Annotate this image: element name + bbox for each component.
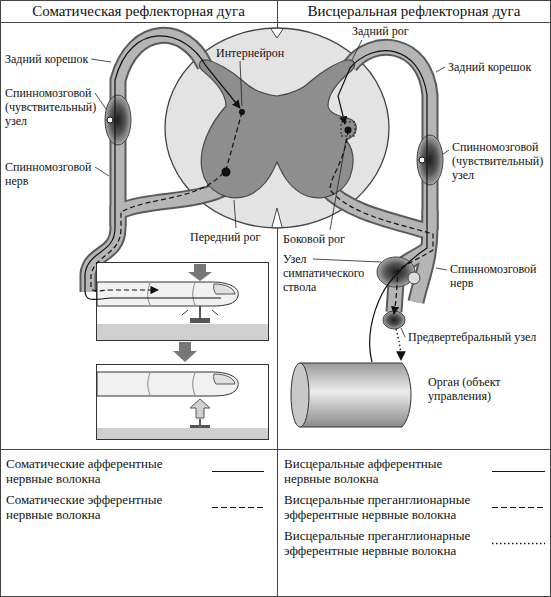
leader-line <box>401 328 405 337</box>
structure-label: Задний рог <box>352 24 409 38</box>
finger-joint <box>148 283 195 305</box>
interneuron-body <box>239 109 245 115</box>
somatic-afferent-fiber <box>85 36 240 300</box>
legend-text: Висцеральные преганглионарные эфферентны… <box>284 528 482 558</box>
legend-line-sample <box>492 471 545 472</box>
leader-line <box>443 150 449 154</box>
leader-line <box>352 40 362 60</box>
legend-rule <box>1 449 551 450</box>
structure-label: Спинномозговой (чувствительный) узел <box>452 140 548 182</box>
legend-line-sample <box>212 471 264 472</box>
leader-line <box>436 268 447 270</box>
spinal-ganglion <box>417 135 443 185</box>
finger-panel <box>97 365 269 440</box>
structure-label: Узел симпатического ствола <box>283 252 373 294</box>
structure-label: Интернейрон <box>216 46 284 60</box>
organ-label: Орган (объект управления) <box>428 375 543 403</box>
ventral-root <box>118 186 228 212</box>
leader-lines <box>91 40 449 337</box>
legend-line-sample <box>492 507 545 508</box>
column-heading: Висцеральная рефлекторная дуга <box>277 2 551 20</box>
fingernail <box>214 374 235 384</box>
leader-line <box>95 93 106 109</box>
ventral-root <box>326 188 430 232</box>
spinal-ganglion <box>105 95 131 145</box>
structure-label: Задний корешок <box>448 60 531 74</box>
structure-label: Передний рог <box>190 230 260 244</box>
visceral-postganglionic-fiber <box>396 329 401 360</box>
finger <box>97 372 238 396</box>
visceral-preganglionic-fiber <box>330 130 433 314</box>
legend-text: Соматические эфферентные нервные волокна <box>6 492 196 522</box>
column-heading: Соматическая рефлекторная дуга <box>0 2 277 20</box>
finger <box>97 282 238 306</box>
somatic-efferent-fiber <box>91 112 242 291</box>
legend-text: Висцеральные афферентные нервные волокна <box>284 456 482 486</box>
grey-ramus <box>408 272 420 284</box>
fingernail <box>214 284 235 294</box>
anterior-fissure <box>272 208 282 227</box>
legend-text: Соматические афферентные нервные волокна <box>6 456 196 486</box>
leader-line <box>95 167 109 176</box>
lateral-horn-neuron <box>345 127 352 134</box>
structure-label: Спинномозговой нерв <box>450 262 548 290</box>
header-rule <box>1 22 551 23</box>
surface <box>97 428 268 439</box>
pin <box>199 306 201 318</box>
legend-line-sample <box>492 543 545 545</box>
ventral-root <box>118 186 228 212</box>
organ-tube-end <box>291 363 309 427</box>
leader-line <box>330 140 346 230</box>
press-arrow <box>188 264 212 281</box>
pin <box>199 419 201 425</box>
leader-line <box>436 67 445 72</box>
pin-head <box>190 318 210 323</box>
ventral-root <box>326 188 430 232</box>
motoneuron-body <box>222 168 231 177</box>
organ-tube <box>300 363 411 427</box>
finger-panel <box>97 263 269 341</box>
structure-label: Задний корешок <box>5 52 88 66</box>
structure-label: Спинномозговой нерв <box>5 160 102 188</box>
pin-head <box>190 425 210 428</box>
surface <box>97 324 268 340</box>
legend-line-sample <box>212 507 264 508</box>
leader-line <box>313 259 381 262</box>
structure-label: Боковой рог <box>283 232 345 246</box>
leader-line <box>91 59 111 62</box>
sensory-neuron-body <box>107 117 113 123</box>
legend-text: Висцеральные преганглионарные эфферентны… <box>284 492 482 522</box>
withdraw-arrow <box>190 399 210 418</box>
posterior-sulcus <box>271 29 283 38</box>
structure-label: Спинномозговой (чувствительный) узел <box>5 86 102 128</box>
column-divider <box>277 0 278 597</box>
leader-line <box>234 200 236 228</box>
sequence-arrow <box>173 342 197 362</box>
sensory-neuron-body <box>419 157 425 163</box>
structure-label: Предвертебральный узел <box>408 330 536 344</box>
leader-line <box>240 61 242 106</box>
finger-joint <box>148 373 195 395</box>
dorsal-root <box>350 47 430 230</box>
